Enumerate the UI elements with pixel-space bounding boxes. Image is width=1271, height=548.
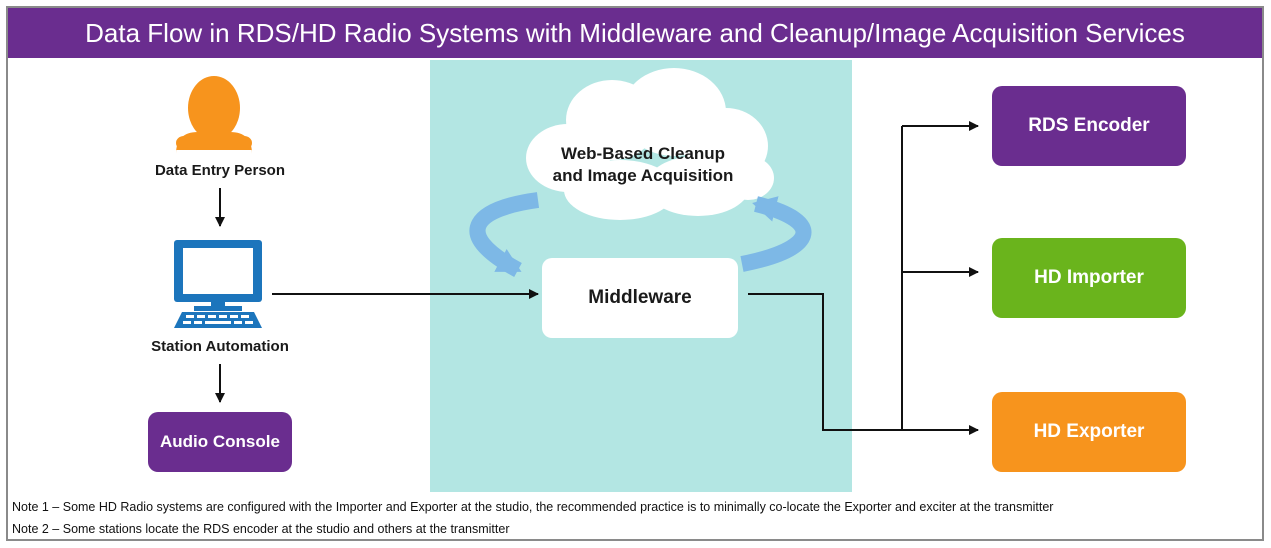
notes-section: Note 1 – Some HD Radio systems are confi… [12,496,1054,539]
audio-console-box: Audio Console [148,412,292,472]
diagram-title: Data Flow in RDS/HD Radio Systems with M… [8,8,1262,58]
note-1: Note 1 – Some HD Radio systems are confi… [12,500,1054,514]
cloud-label-line1: Web-Based Cleanup [560,144,726,163]
person-icon [176,76,252,154]
rds-encoder-box: RDS Encoder [992,86,1186,166]
hd-exporter-box: HD Exporter [992,392,1186,472]
diagram-graphics [174,68,979,435]
note-2: Note 2 – Some stations locate the RDS en… [12,522,510,536]
computer-icon [174,240,262,328]
diagram-frame: Data Flow in RDS/HD Radio Systems with M… [6,6,1264,541]
cloud-label-line2: and Image Acquisition [552,166,734,185]
hd-importer-box: HD Importer [992,238,1186,318]
data-entry-person-label: Data Entry Person [154,162,286,179]
cycle-arrow-icon [469,192,812,278]
output-connectors [748,126,903,431]
middleware-box: Middleware [542,258,738,338]
cloud-shape [526,68,774,220]
station-automation-label: Station Automation [151,338,289,355]
